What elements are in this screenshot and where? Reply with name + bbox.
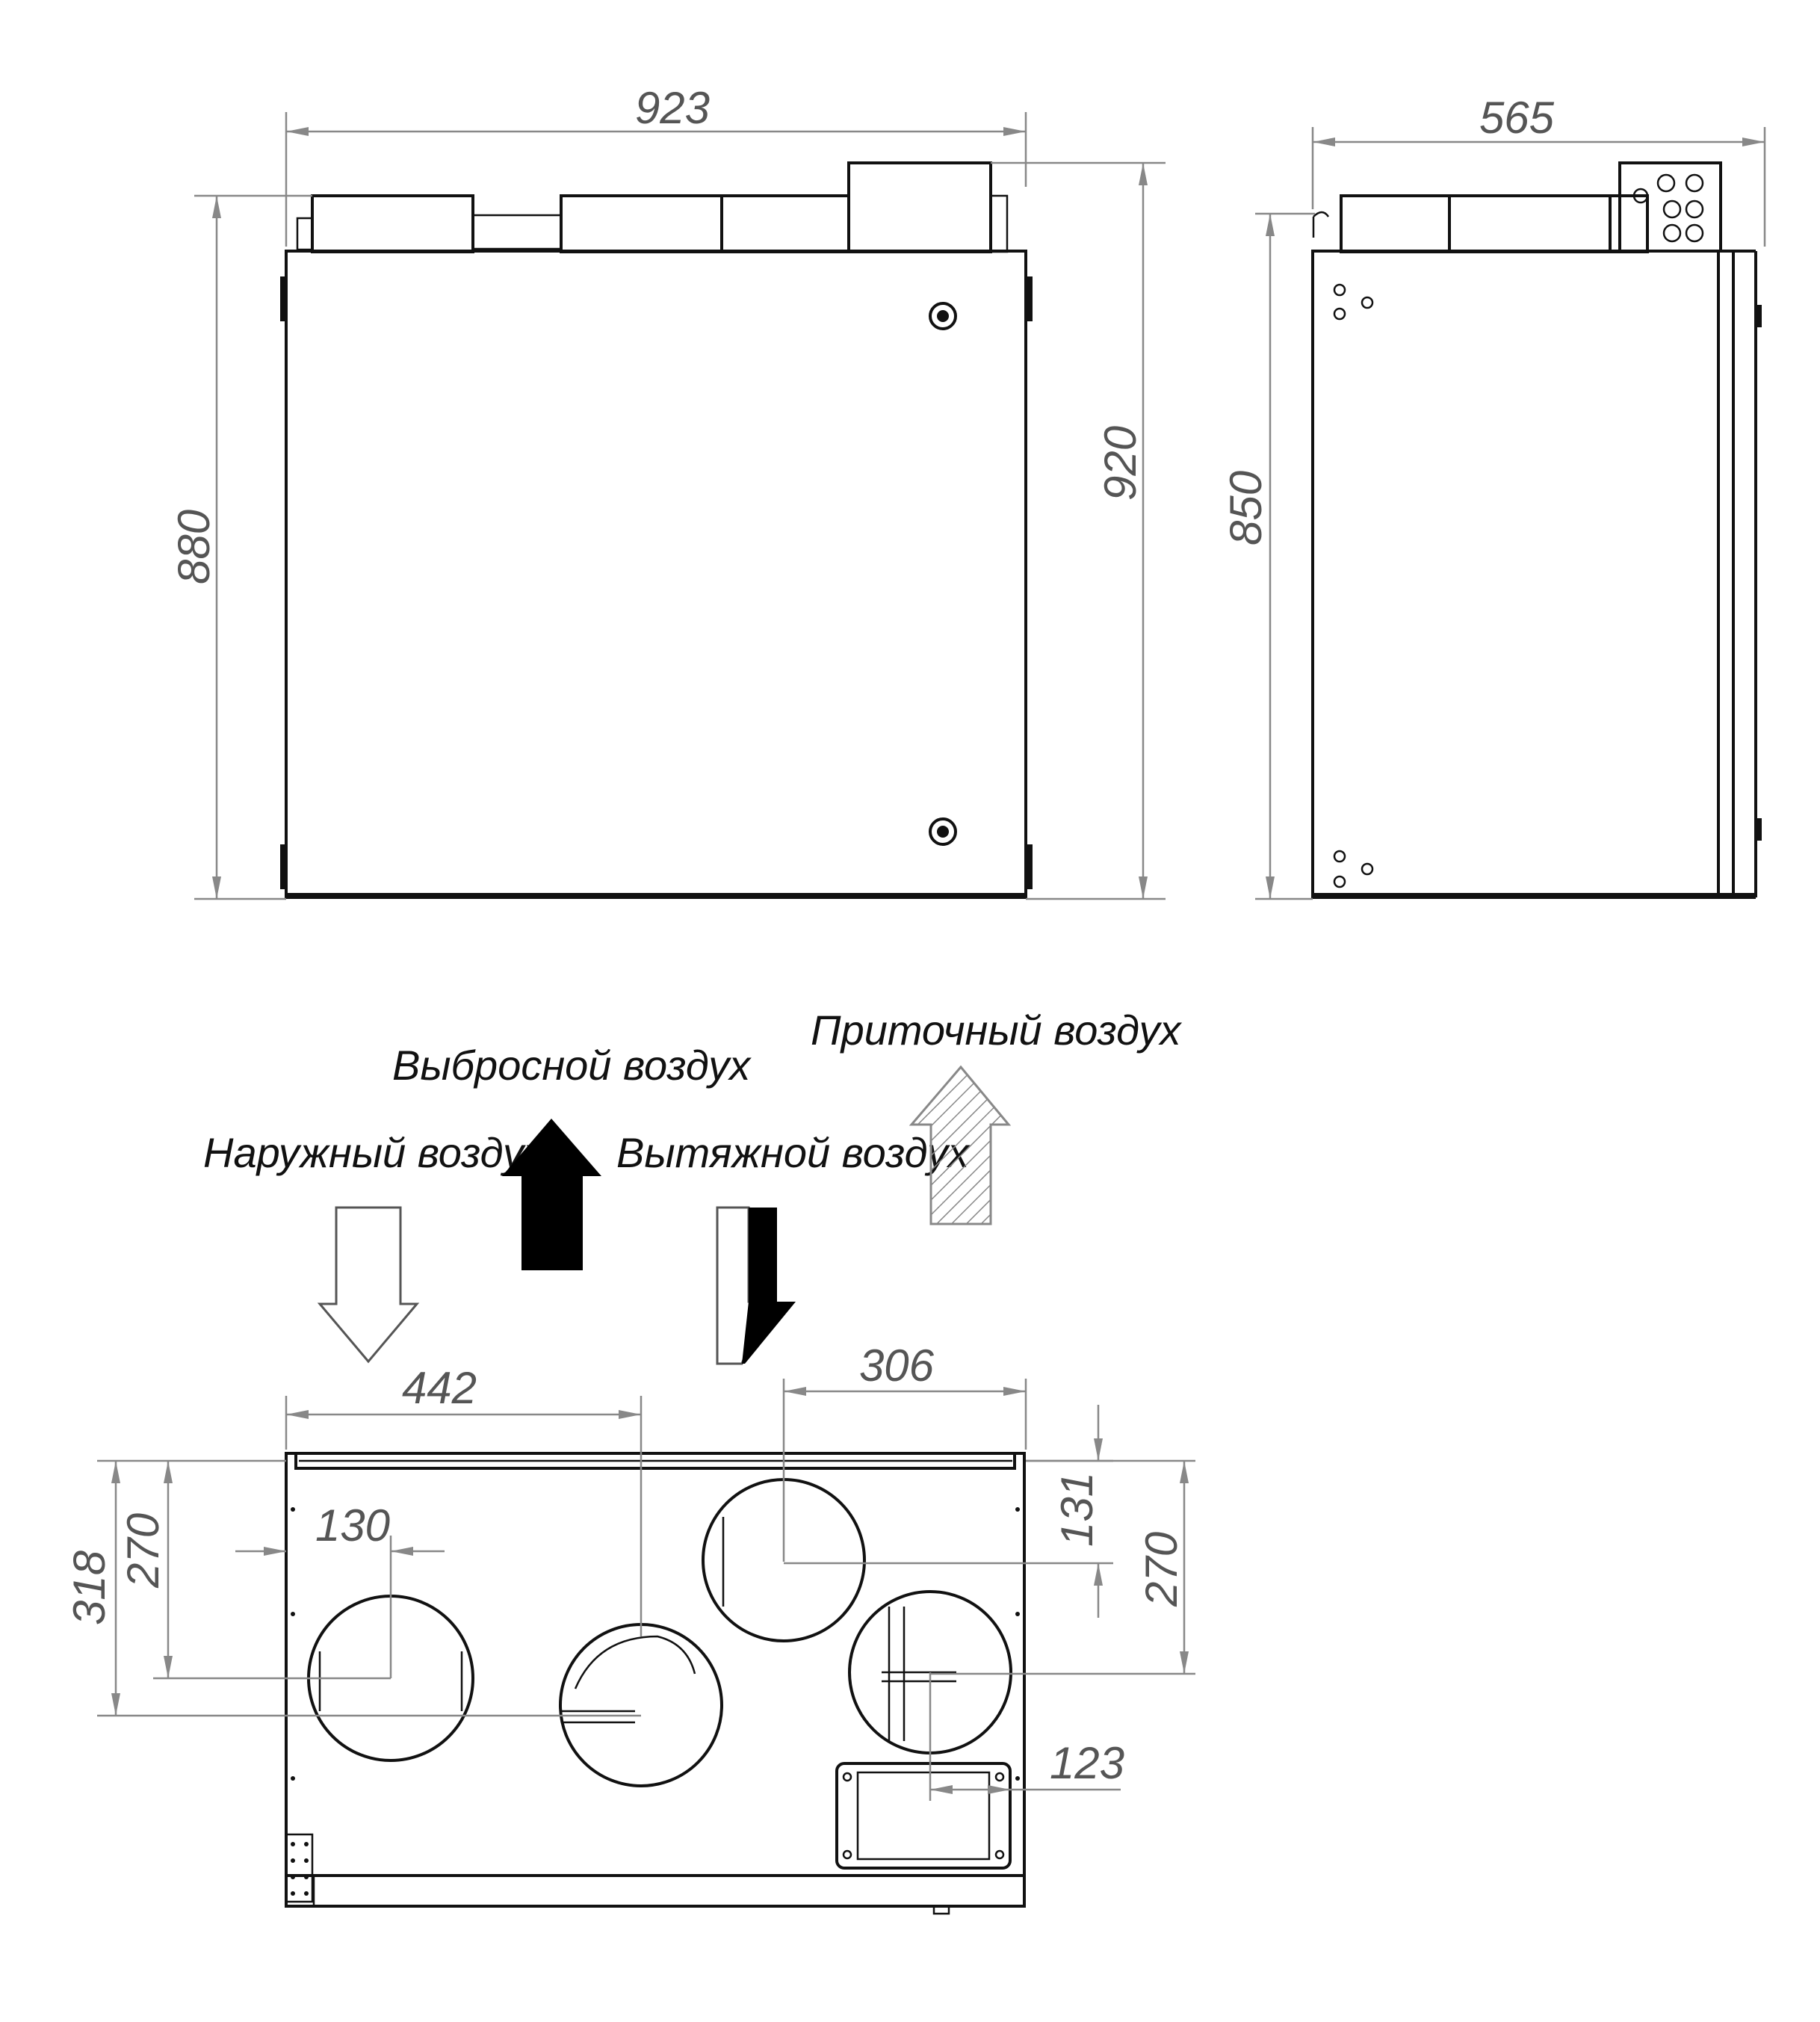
lock-knob-top	[929, 302, 957, 330]
dim-bottom-131: 131	[1052, 1472, 1102, 1547]
supply-air-arrow	[909, 1065, 1012, 1225]
dim-bottom-130: 130	[315, 1500, 390, 1550]
dim-bottom-123: 123	[1050, 1738, 1124, 1788]
dim-bottom-442: 442	[402, 1363, 477, 1413]
lock-knob-bottom	[929, 817, 957, 846]
duct-exhaust-air	[559, 1623, 723, 1787]
label-supply-air: Приточный воздух	[811, 1007, 1182, 1054]
label-extract-air: Вытяжной воздух	[616, 1129, 971, 1176]
extract-air-arrow	[742, 1208, 796, 1364]
dim-front-height-total: 920	[1095, 426, 1145, 501]
dim-side-width: 565	[1479, 93, 1555, 143]
dim-front-height-body: 880	[169, 510, 219, 584]
label-outdoor-air: Наружный воздух	[203, 1129, 546, 1176]
dim-bottom-306: 306	[859, 1341, 935, 1391]
side-view: 565 850	[1221, 93, 1766, 900]
outdoor-air-arrow	[317, 1206, 420, 1364]
exhaust-air-arrow	[502, 1119, 601, 1270]
bottom-view: 442 306 131 270 318 270	[64, 1341, 1195, 1915]
label-exhaust-air: Выбросной воздух	[392, 1042, 752, 1089]
bottom-panel	[285, 1452, 1026, 1908]
front-panel	[285, 250, 1027, 899]
electrical-box	[835, 1762, 1012, 1870]
dim-bottom-270-right: 270	[1136, 1532, 1186, 1607]
dim-bottom-318: 318	[64, 1550, 114, 1625]
dim-bottom-270-left: 270	[118, 1513, 168, 1589]
air-flow-legend: Приточный воздух Выбросной воздух Наружн…	[203, 1007, 1182, 1365]
dim-front-width: 923	[635, 83, 710, 133]
side-panel	[1311, 250, 1735, 899]
front-view: 923 880 920	[169, 83, 1166, 900]
dim-side-height: 850	[1221, 471, 1271, 545]
